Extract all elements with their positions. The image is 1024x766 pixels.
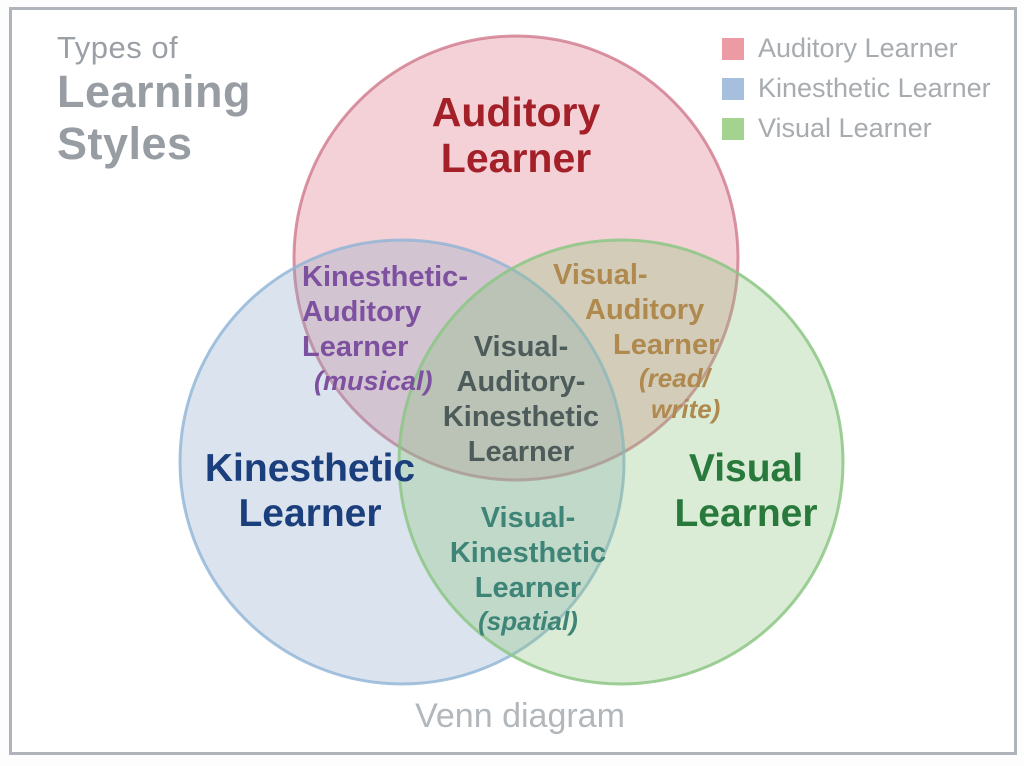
legend-label: Auditory Learner <box>758 33 958 63</box>
label-line: Auditory <box>585 294 705 327</box>
label-line: Visual <box>688 447 804 490</box>
visual-auditory-overlap-label: Visual- Auditory Learner (read/ write) <box>553 258 720 425</box>
auditory-learner-label: Auditory Learner <box>431 89 601 182</box>
label-line: Kinesthetic <box>449 537 607 570</box>
legend-item-kinesthetic: Kinesthetic Learner <box>722 73 991 104</box>
label-line: Kinesthetic <box>442 401 600 434</box>
visual-circle <box>397 238 845 686</box>
label-line: Auditory <box>302 296 422 329</box>
diagram-border-frame <box>9 7 1017 755</box>
title-line-1: Types of <box>57 30 179 65</box>
visual-kinesthetic-overlap-label: Visual- Kinesthetic Learner (spatial) <box>450 501 606 638</box>
kinesthetic-learner-label: Kinesthetic Learner <box>205 447 415 537</box>
label-line: Learner <box>302 331 409 364</box>
auditory-color-swatch <box>722 37 744 60</box>
label-line: Learner <box>613 329 720 362</box>
page-title: Types of Learning Styles <box>57 30 251 170</box>
title-line-2: Learning <box>57 66 252 117</box>
visual-color-swatch <box>722 117 744 140</box>
read-write-note: (read/ <box>639 363 710 394</box>
label-line: Visual- <box>553 259 648 291</box>
visual-learner-label: Visual Learner <box>674 447 817 537</box>
kinesthetic-circle <box>178 238 626 686</box>
label-line: Learner <box>440 134 592 181</box>
spatial-note: (spatial) <box>478 606 578 637</box>
label-line: Learner <box>674 491 818 535</box>
legend-item-visual: Visual Learner <box>722 113 991 144</box>
label-line: Learner <box>467 436 575 469</box>
kinesthetic-color-swatch <box>722 77 744 100</box>
label-line: Visual- <box>480 502 576 534</box>
legend-label: Visual Learner <box>758 113 932 143</box>
legend-label: Kinesthetic Learner <box>758 73 991 103</box>
label-line: Learner <box>474 572 582 605</box>
label-line: Auditory- <box>456 366 586 399</box>
venn-diagram-caption: Venn diagram <box>415 697 625 735</box>
label-line: Visual- <box>473 331 569 363</box>
legend-item-auditory: Auditory Learner <box>722 33 991 64</box>
label-line: Kinesthetic- <box>302 261 468 293</box>
kinesthetic-auditory-overlap-label: Kinesthetic- Auditory Learner (musical) <box>302 260 468 398</box>
musical-note: (musical) <box>314 366 433 397</box>
auditory-circle <box>292 34 740 482</box>
label-line: Learner <box>238 491 382 535</box>
label-line: Auditory <box>431 89 601 135</box>
read-write-note: write) <box>651 393 721 424</box>
legend: Auditory Learner Kinesthetic Learner Vis… <box>722 33 991 153</box>
title-line-3: Styles <box>57 118 193 170</box>
visual-auditory-kinesthetic-center-label: Visual- Auditory- Kinesthetic Learner <box>443 330 599 470</box>
label-line: Kinesthetic <box>204 447 416 490</box>
